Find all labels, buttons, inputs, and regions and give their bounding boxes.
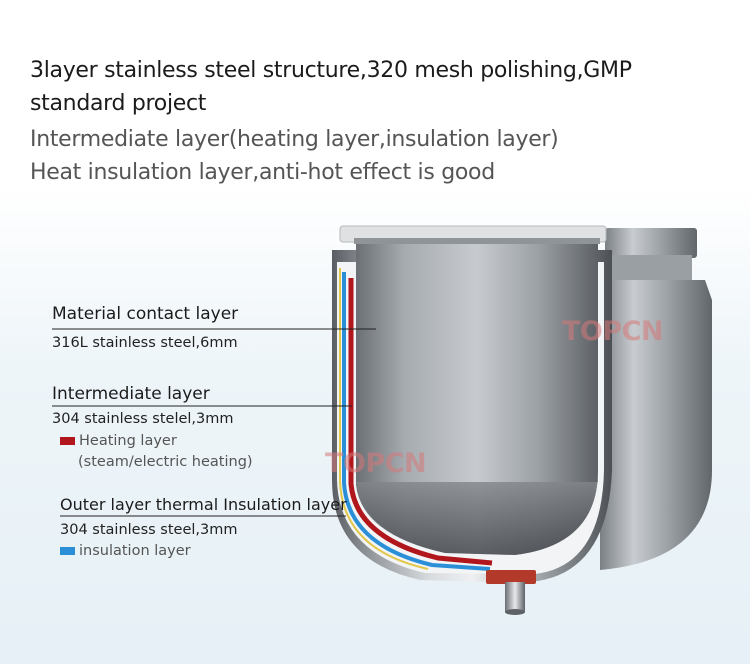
material-layer-title: Material contact layer (52, 304, 239, 324)
outlet-pipe (486, 570, 536, 615)
side-housing (600, 228, 712, 570)
insulation-layer-swatch (60, 547, 75, 555)
insulation-layer-label: insulation layer (79, 543, 191, 559)
headline-line-1: 3layer stainless steel structure,320 mes… (30, 58, 632, 83)
tank-shell (332, 225, 612, 582)
heating-layer-legend: Heating layer (60, 433, 177, 449)
watermark: TOPCN (325, 448, 427, 479)
heating-layer-swatch (60, 437, 75, 445)
headline: 3layer stainless steel structure,320 mes… (30, 54, 720, 189)
material-layer-spec: 316L stainless steel,6mm (52, 335, 238, 351)
watermark: TOPCN (562, 316, 664, 347)
outer-layer-spec: 304 stainless steel,3mm (60, 522, 238, 538)
headline-line-2: standard project (30, 91, 207, 116)
heating-layer-note: (steam/electric heating) (78, 454, 253, 470)
intermediate-layer-spec: 304 stainless stelel,3mm (52, 411, 234, 427)
insulation-layer-legend: insulation layer (60, 543, 191, 559)
intermediate-layer-title: Intermediate layer (52, 384, 210, 404)
outer-layer-title: Outer layer thermal Insulation layer (60, 495, 347, 514)
headline-line-3: Intermediate layer(heating layer,insulat… (30, 127, 559, 152)
headline-line-4: Heat insulation layer,anti-hot effect is… (30, 160, 495, 185)
heating-layer-label: Heating layer (79, 433, 177, 449)
